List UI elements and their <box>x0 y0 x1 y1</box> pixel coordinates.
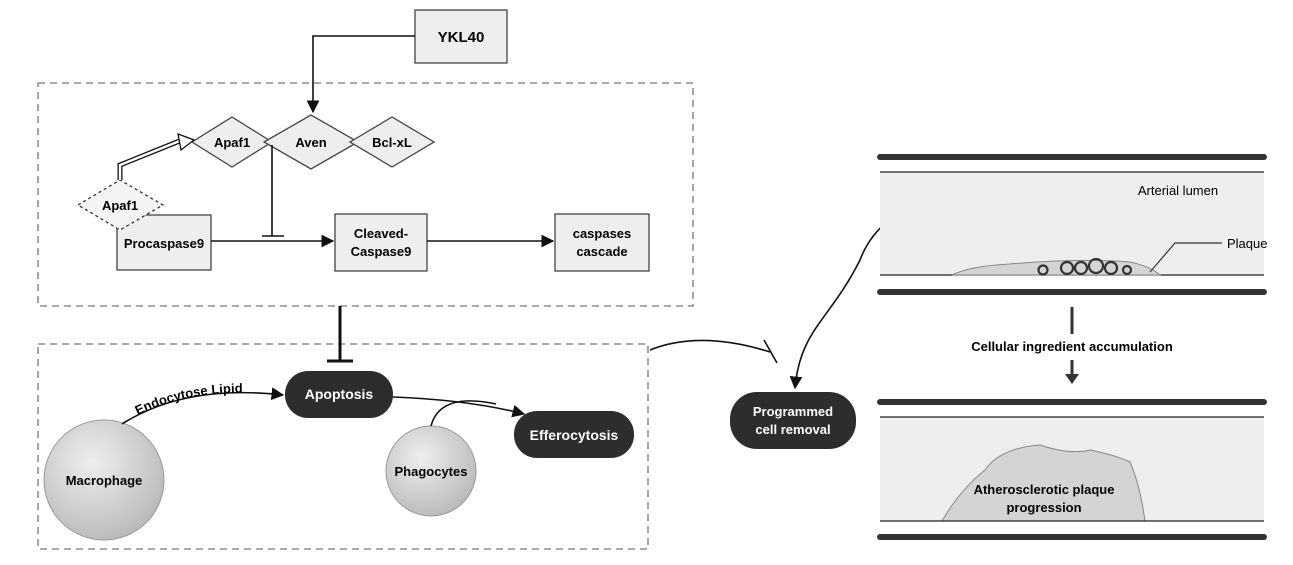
bclxl-label: Bcl-xL <box>372 135 412 150</box>
foam-cell-3 <box>1073 260 1089 276</box>
apoptosis-pathway-group <box>37 82 694 307</box>
accumulation-label: Cellular ingredient accumulation <box>971 339 1173 354</box>
caspases-cascade-label-2: cascade <box>576 244 627 259</box>
arterial-lumen-label: Arterial lumen <box>1138 183 1218 198</box>
phagocytes-to-efferocytosis-line <box>430 400 497 427</box>
activation-arrowhead <box>177 132 196 152</box>
procaspase9-box <box>116 214 212 271</box>
programmed-cell-removal-node <box>730 392 856 449</box>
activation-arrow-inner <box>118 138 183 180</box>
macrophage-circle <box>43 419 165 541</box>
caspases-cascade-label-1: caspases <box>573 226 632 241</box>
phagocytes-label: Phagocytes <box>395 464 468 479</box>
aven-label: Aven <box>295 135 326 150</box>
foam-cell-1 <box>1037 264 1049 276</box>
plaque-progression-label-1: Atherosclerotic plaque <box>974 482 1115 497</box>
foam-cell-5 <box>1103 260 1119 276</box>
cleaved-caspase9-label-2: Caspase9 <box>351 244 412 259</box>
endocytose-lipid-label: Endocytose Lipid <box>132 381 242 418</box>
efferocytosis-node <box>514 411 634 458</box>
foam-cell-4 <box>1087 257 1105 275</box>
large-plaque <box>941 444 1146 522</box>
foam-cell-2 <box>1059 260 1075 276</box>
plaque-callout-line <box>1149 242 1222 273</box>
apoptosis-label: Apoptosis <box>305 386 374 402</box>
cleaved-caspase9-box <box>334 213 428 272</box>
ykl40-to-aven-arrow <box>306 35 415 114</box>
programmed-cell-removal-label-2: cell removal <box>755 422 830 437</box>
macrophage-label: Macrophage <box>66 473 143 488</box>
foam-cell-6 <box>1121 264 1133 276</box>
apoptosis-node <box>285 371 393 418</box>
efferocytosis-group-inhibition-line <box>649 339 771 353</box>
programmed-cell-removal-label-1: Programmed <box>753 404 833 419</box>
accumulation-arrowhead <box>1065 374 1079 384</box>
plaque-label: Plaque <box>1227 236 1267 251</box>
apaf1-bottom-label: Apaf1 <box>102 198 138 213</box>
apoptosis-to-efferocytosis-arrow <box>392 396 526 418</box>
endocytose-lipid-arrow <box>121 387 285 425</box>
arterial-lumen-top <box>880 172 1264 275</box>
ykl40-label: YKL40 <box>438 29 485 46</box>
bclxl-diamond <box>348 116 436 168</box>
endocytose-lipid-text: Endocytose Lipid <box>132 381 242 418</box>
plaque-progression-label-2: progression <box>1006 500 1081 515</box>
efferocytosis-label: Efferocytosis <box>530 427 619 443</box>
procaspase9-label: Procaspase9 <box>124 236 204 251</box>
efferocytosis-group-inhibition-bar <box>763 339 778 364</box>
cleaved-caspase9-label-1: Cleaved- <box>354 226 408 241</box>
apaf1-top-label: Apaf1 <box>214 135 250 150</box>
caspases-cascade-box <box>554 213 650 272</box>
apaf1-bottom-diamond <box>76 179 165 231</box>
efferocytosis-group <box>37 343 649 550</box>
